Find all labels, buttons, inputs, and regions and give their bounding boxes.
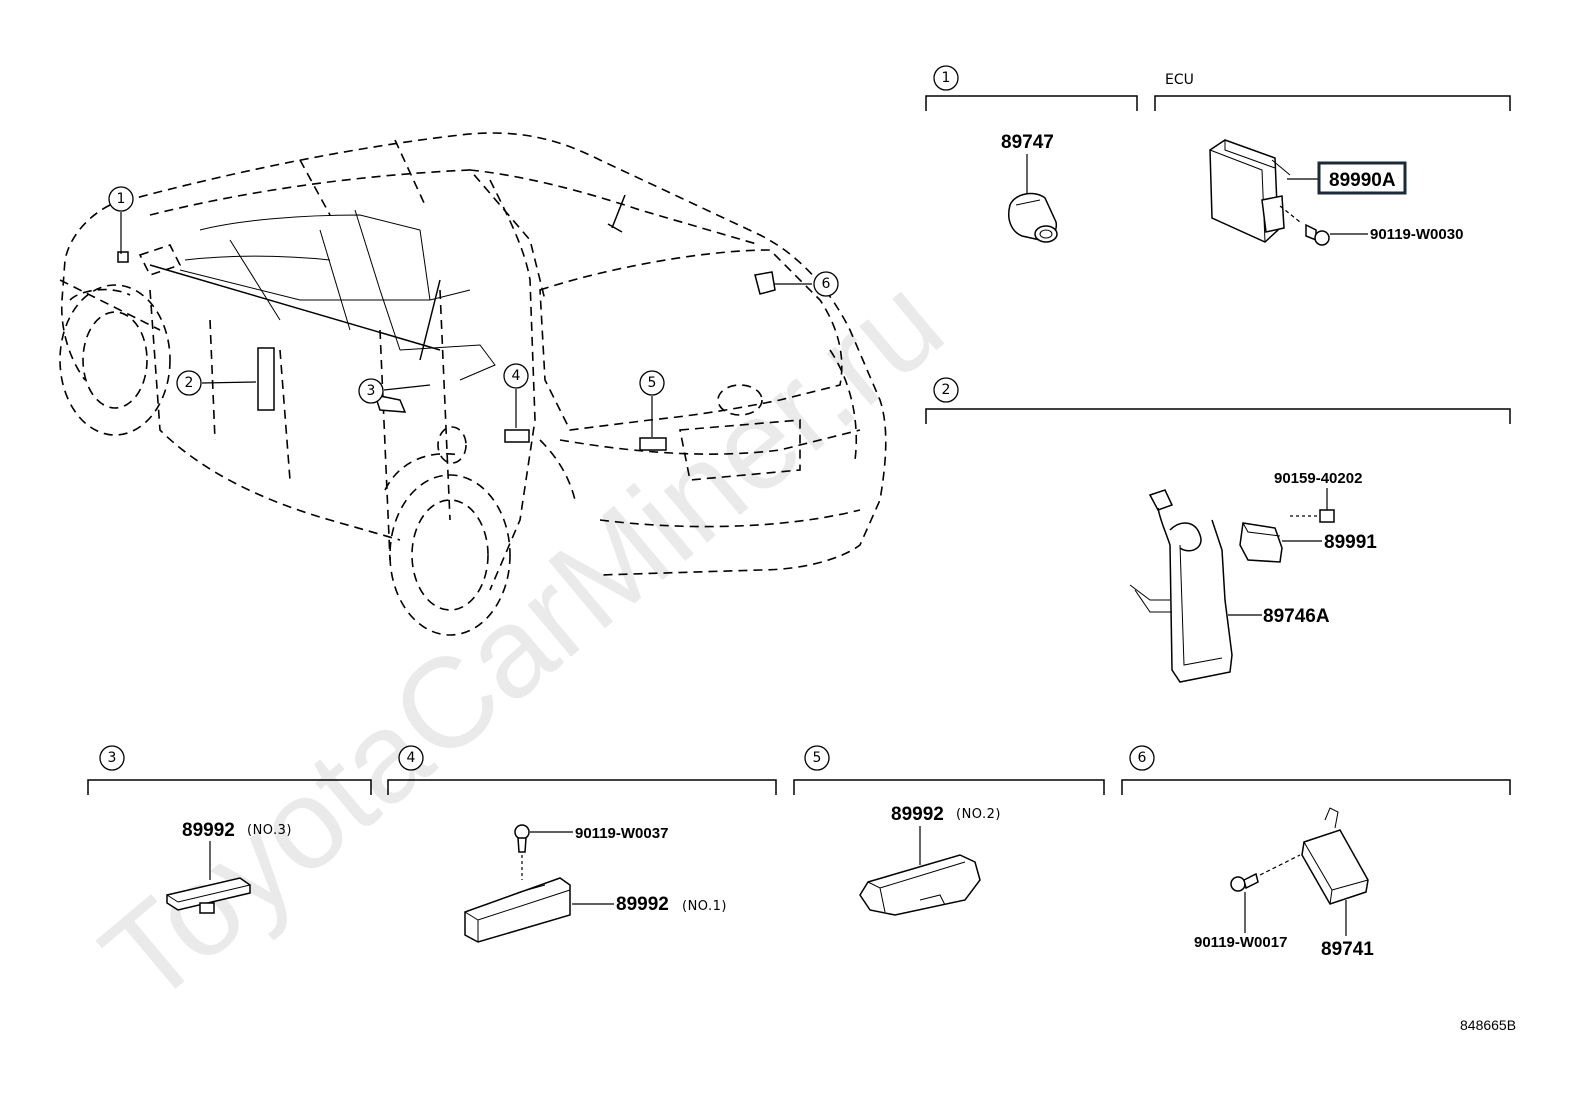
part-89990A-label: 89990A: [1329, 170, 1396, 191]
module-89991: [1239, 522, 1283, 563]
module-89741: [1301, 807, 1369, 905]
part-89992-no1-label: 89992: [616, 894, 669, 915]
svg-text:3: 3: [367, 383, 376, 399]
bolt-90119-W0017: [1230, 854, 1301, 892]
part-89992-no3-label: 89992: [182, 820, 235, 841]
svg-text:6: 6: [822, 276, 831, 292]
svg-text:2: 2: [185, 375, 194, 391]
part-89992-no2-label: 89992: [891, 804, 944, 825]
section-3: 3 89992 (NO.3): [87, 745, 372, 914]
part-90159-40202-label: 90159-40202: [1274, 470, 1362, 487]
part-89741-label: 89741: [1321, 939, 1374, 960]
section-6-number: 6: [1138, 750, 1147, 766]
car-callout-3: 3: [358, 378, 384, 404]
section-5-number: 5: [813, 750, 822, 766]
clip-90159-40202: [1290, 509, 1335, 523]
bolt-90119-W0030: [1279, 205, 1330, 246]
car-callout-leaders: [120, 212, 812, 437]
part-89992-no3-note: (NO.3): [247, 823, 292, 838]
section-2-number: 2: [942, 382, 951, 398]
section-1: 1 89747: [925, 65, 1138, 243]
part-89992-no1-note: (NO.1): [682, 899, 727, 914]
ecu-unit: [1209, 139, 1291, 243]
part-89746A-label: 89746A: [1263, 606, 1330, 627]
section-1-number: 1: [942, 70, 951, 86]
part-90119-W0017-label: 90119-W0017: [1194, 934, 1287, 951]
section-3-number: 3: [108, 750, 117, 766]
section-ecu-title: ECU: [1165, 72, 1194, 88]
svg-text:5: 5: [648, 375, 657, 391]
car-callout-4: 4: [503, 363, 529, 389]
section-4: 4 90119-W0037 89992 (NO.1): [387, 745, 777, 943]
part-89747-label: 89747: [1001, 132, 1054, 153]
car-callout-5: 5: [639, 370, 665, 396]
section-ecu: ECU 89990A 90119-W0030: [1154, 72, 1511, 246]
part-89747-sensor: [1008, 192, 1058, 243]
section-6: 6 90119-W0017 89741: [1121, 745, 1511, 960]
part-89991-label: 89991: [1324, 532, 1377, 553]
harness-89746A: [1129, 489, 1233, 683]
bolt-90119-W0037: [514, 824, 530, 853]
svg-text:4: 4: [512, 368, 521, 384]
vehicle-illustration: [59, 132, 887, 636]
part-89990A-highlight: [1317, 161, 1407, 195]
section-2: 2 90159-40202 89991 89746A: [925, 377, 1511, 683]
part-90119-W0030-label: 90119-W0030: [1370, 226, 1463, 243]
diagram-id: 848665B: [1460, 1017, 1516, 1033]
car-callout-6: 6: [813, 271, 839, 297]
antenna-89992-no3: [166, 877, 251, 914]
car-callout-1: 1: [108, 186, 134, 212]
car-callout-2: 2: [176, 370, 202, 396]
part-90119-W0037-label: 90119-W0037: [575, 825, 668, 842]
antenna-89992-no2: [859, 854, 981, 916]
section-4-number: 4: [407, 750, 416, 766]
svg-text:1: 1: [117, 191, 126, 207]
antenna-89992-no1: [464, 855, 571, 943]
section-5: 5 89992 (NO.2): [793, 745, 1105, 916]
part-89992-no2-note: (NO.2): [956, 807, 1001, 822]
